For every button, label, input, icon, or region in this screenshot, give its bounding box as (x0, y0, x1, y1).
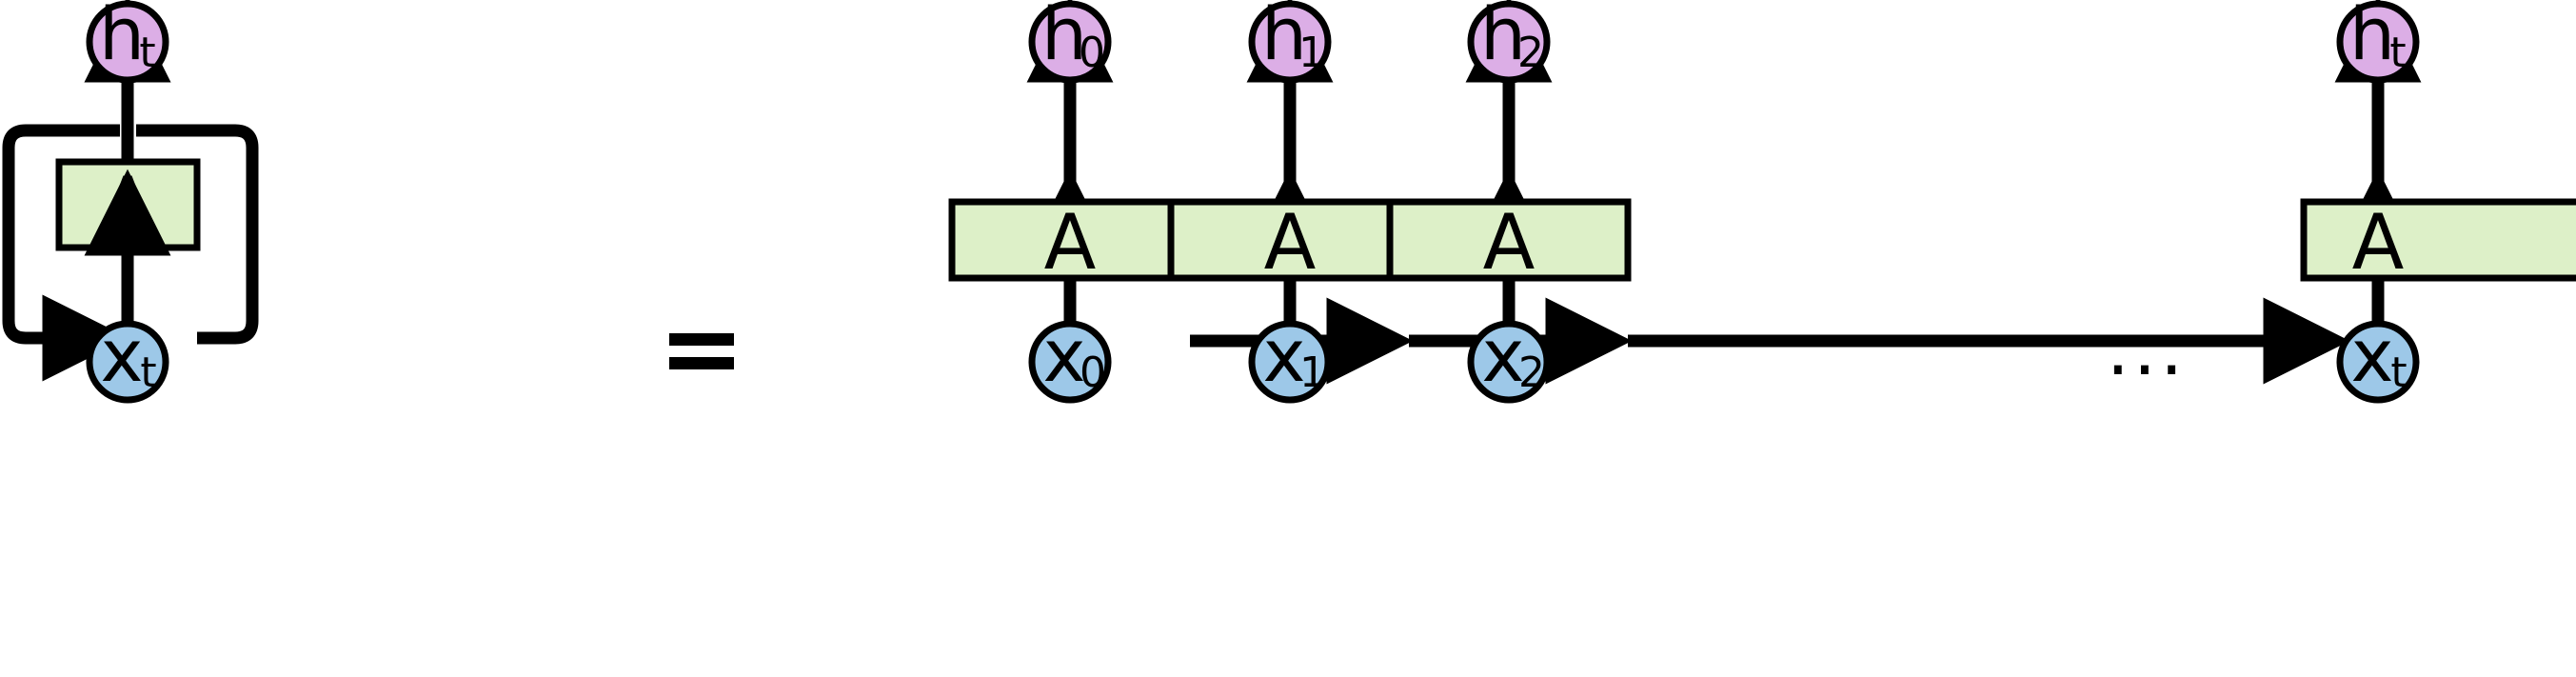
step-2-input-circle (1467, 320, 1551, 404)
step-0-input-label: x (1043, 313, 1086, 398)
step-t-cell-box (2300, 198, 2576, 282)
step-2-hidden-state-label: h (1480, 0, 1526, 76)
step-t-hidden-state-subscript: t (2389, 29, 2406, 77)
unrolled-rnn-group: A h 0 x 0 A h 1 x 1 (948, 0, 2576, 404)
step-2-hidden-state-circle (1467, 0, 1551, 84)
loop-crossing-gap-right (132, 124, 136, 138)
step-0-input-circle (1028, 320, 1112, 404)
equals-bar-top (669, 333, 734, 346)
step-2-input-subscript: 2 (1518, 348, 1545, 397)
unrolled-step-t: A h t x t (2300, 0, 2576, 404)
step-0-hidden-state-subscript: 0 (1079, 29, 1105, 77)
step-1-input-label: x (1263, 313, 1306, 398)
unrolled-step-1: A h 1 x 1 (1167, 0, 1413, 404)
step-1-hidden-state-circle (1248, 0, 1332, 84)
step-2-hidden-state-subscript: 2 (1517, 29, 1544, 77)
unrolled-step-0: A h 0 x 0 (948, 0, 1194, 404)
folded-input-subscript: t (140, 348, 156, 397)
step-t-input-circle (2336, 320, 2420, 404)
step-1-input-circle (1248, 320, 1332, 404)
folded-hidden-state-label: h (99, 0, 145, 76)
step-2-cell-box (1386, 198, 1632, 282)
step-0-input-subscript: 0 (1080, 348, 1106, 397)
folded-input-circle (86, 320, 169, 404)
step-t-hidden-state-circle (2336, 0, 2420, 84)
folded-hidden-state-circle (86, 0, 169, 84)
step-t-input-label: x (2351, 313, 2394, 398)
step-1-hidden-state-subscript: 1 (1298, 29, 1325, 77)
step-1-cell-box (1167, 198, 1413, 282)
folded-cell-label: A (102, 161, 154, 249)
ellipsis-label: ... (2107, 307, 2187, 391)
step-0-cell-box (948, 198, 1194, 282)
folded-rnn-group: A h t x t (2, 0, 259, 404)
folded-input-label: x (101, 313, 144, 398)
step-t-input-subscript: t (2390, 348, 2407, 397)
step-1-input-subscript: 1 (1299, 348, 1326, 397)
step-2-cell-label: A (1483, 198, 1536, 287)
step-1-cell-label: A (1264, 198, 1317, 287)
equals-bar-bottom (669, 357, 734, 369)
equals-sign-group (669, 333, 734, 369)
unrolled-step-2: A h 2 x 2 (1386, 0, 1632, 404)
step-0-cell-label: A (1044, 198, 1097, 287)
step-1-hidden-state-label: h (1261, 0, 1307, 76)
step-2-input-label: x (1482, 313, 1525, 398)
step-0-hidden-state-label: h (1041, 0, 1087, 76)
step-0-hidden-state-circle (1028, 0, 1112, 84)
step-t-cell-label: A (2352, 198, 2405, 287)
folded-hidden-state-subscript: t (139, 29, 155, 77)
step-t-hidden-state-label: h (2349, 0, 2395, 76)
